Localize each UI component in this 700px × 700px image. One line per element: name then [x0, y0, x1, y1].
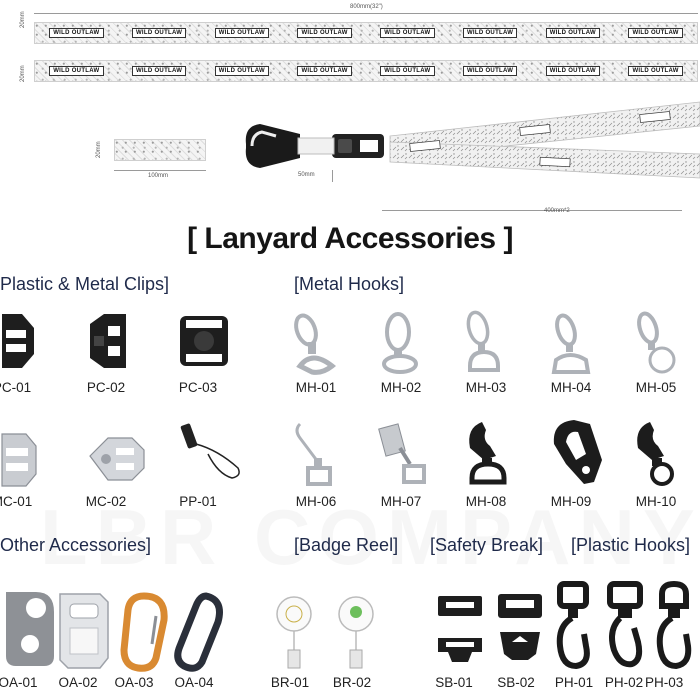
item-code-br01: BR-01: [270, 675, 310, 690]
logo-chip: WILD OUTLAW: [462, 66, 518, 76]
logo-chip: WILD OUTLAW: [49, 28, 104, 38]
item-code-pc03: PC-03: [178, 380, 218, 395]
width-label-2: 20mm: [20, 65, 26, 82]
item-code-mh08: MH-08: [465, 494, 507, 509]
item-code-mh01: MH-01: [295, 380, 337, 395]
section-metal-hooks: [Metal Hooks]: [294, 274, 405, 294]
logo-chip: WILD OUTLAW: [628, 28, 683, 38]
logo-chip: WILD OUTLAW: [49, 66, 104, 76]
section-plastic-hooks: [Plastic Hooks]: [571, 535, 691, 555]
buckle-label: 50mm: [298, 172, 315, 178]
lanyard-strip-front: WILD OUTLAW WILD OUTLAW WILD OUTLAW WILD…: [34, 22, 698, 44]
logo-chip: WILD OUTLAW: [462, 28, 518, 38]
item-code-mh07: MH-07: [380, 494, 422, 509]
metal-hook-mh03-icon: [466, 310, 500, 372]
metal-hook-mh02-icon: [382, 312, 418, 374]
metal-hook-mh05-icon: [637, 311, 676, 374]
logo-chip: WILD OUTLAW: [297, 66, 352, 76]
section-plastic-metal-clips: Plastic & Metal Clips]: [0, 274, 170, 294]
item-code-oa04: OA-04: [174, 675, 214, 690]
logo-chip: WILD OUTLAW: [214, 28, 270, 38]
badge-reel-br01-icon: [276, 596, 312, 669]
logo-chip: WILD OUTLAW: [380, 66, 435, 76]
item-code-mc02: MC-02: [85, 494, 127, 509]
item-code-ph03: PH-03: [645, 675, 684, 690]
carabiner-oa04-icon: [174, 592, 223, 672]
metal-hook-mh07-icon: [378, 423, 426, 484]
logo-chip: WILD OUTLAW: [628, 66, 683, 76]
plastic-buckle-pc01-icon: [2, 314, 34, 368]
logo-chip: WILD OUTLAW: [545, 66, 601, 76]
section-badge-reel: [Badge Reel]: [294, 535, 399, 555]
plastic-hook-ph02-icon: [607, 581, 643, 668]
plastic-hook-ph03-icon: [656, 580, 692, 670]
item-code-oa01: OA-01: [0, 675, 38, 690]
carabiner-oa03-icon: [120, 592, 168, 672]
lanyard-short-piece: [114, 139, 206, 161]
length-dimension-line: [34, 13, 698, 14]
logo-chip: WILD OUTLAW: [131, 28, 187, 38]
badge-reel-br02-icon: [338, 596, 374, 669]
metal-hook-mh10-icon: [637, 422, 674, 486]
bottle-opener-oa02-icon: [59, 593, 109, 669]
metal-hook-mh08-icon: [469, 422, 507, 485]
item-code-pc02: PC-02: [86, 380, 126, 395]
page-title: [ Lanyard Accessories ]: [187, 222, 513, 255]
item-code-mh06: MH-06: [295, 494, 337, 509]
half-length-line: [382, 210, 682, 211]
plastic-buckle-pc02-icon: [90, 314, 126, 368]
metal-hook-mh04-icon: [551, 313, 591, 374]
plastic-buckle-pc03-icon: [180, 316, 228, 366]
logo-chip: WILD OUTLAW: [297, 28, 352, 38]
item-code-oa03: OA-03: [114, 675, 154, 690]
item-code-mh05: MH-05: [635, 380, 677, 395]
item-code-ph02: PH-02: [604, 675, 644, 690]
short-length-label: 100mm: [148, 173, 169, 179]
short-width-label: 20mm: [96, 141, 102, 158]
item-code-pp01: PP-01: [179, 494, 217, 509]
item-code-mh02: MH-02: [380, 380, 422, 395]
metal-hook-mh01-icon: [294, 313, 337, 375]
length-label: 800mm(32"): [350, 4, 383, 10]
item-code-mh03: MH-03: [465, 380, 507, 395]
section-safety-break: [Safety Break]: [430, 535, 544, 555]
item-code-oa02: OA-02: [58, 675, 98, 690]
item-code-sb01: SB-01: [435, 675, 473, 690]
item-code-mh04: MH-04: [550, 380, 592, 395]
width-label-1: 20mm: [20, 11, 26, 28]
logo-chip: WILD OUTLAW: [131, 66, 187, 76]
item-code-br02: BR-02: [332, 675, 372, 690]
item-code-mc01: MC-01: [0, 494, 33, 509]
item-code-sb02: SB-02: [497, 675, 535, 690]
logo-chip: WILD OUTLAW: [545, 28, 601, 38]
buckle-tick: [332, 170, 333, 182]
safety-break-sb01-icon: [438, 596, 482, 662]
item-code-pc01: PC-01: [0, 380, 32, 395]
metal-hook-mh06-icon: [295, 422, 332, 486]
metal-hook-mh09-icon: [553, 420, 602, 484]
section-other-accessories: Other Accessories]: [0, 535, 152, 555]
lanyard-strip-back: WILD OUTLAW WILD OUTLAW WILD OUTLAW WILD…: [34, 60, 698, 82]
half-length-label: 400mm*2: [544, 208, 570, 214]
short-length-line: [114, 170, 206, 171]
safety-break-sb02-icon: [498, 594, 542, 660]
assembled-lanyard-icon: [245, 101, 700, 179]
phone-loop-pp01-icon: [180, 423, 240, 479]
plastic-hook-ph01-icon: [556, 581, 590, 670]
item-code-mh10: MH-10: [635, 494, 677, 509]
logo-chip: WILD OUTLAW: [214, 66, 270, 76]
metal-buckle-mc01-icon: [1, 433, 37, 487]
bottle-opener-oa01-icon: [6, 592, 54, 666]
item-code-mh09: MH-09: [550, 494, 592, 509]
metal-buckle-mc02-icon: [89, 437, 145, 481]
item-code-ph01: PH-01: [554, 675, 594, 690]
logo-chip: WILD OUTLAW: [380, 28, 435, 38]
